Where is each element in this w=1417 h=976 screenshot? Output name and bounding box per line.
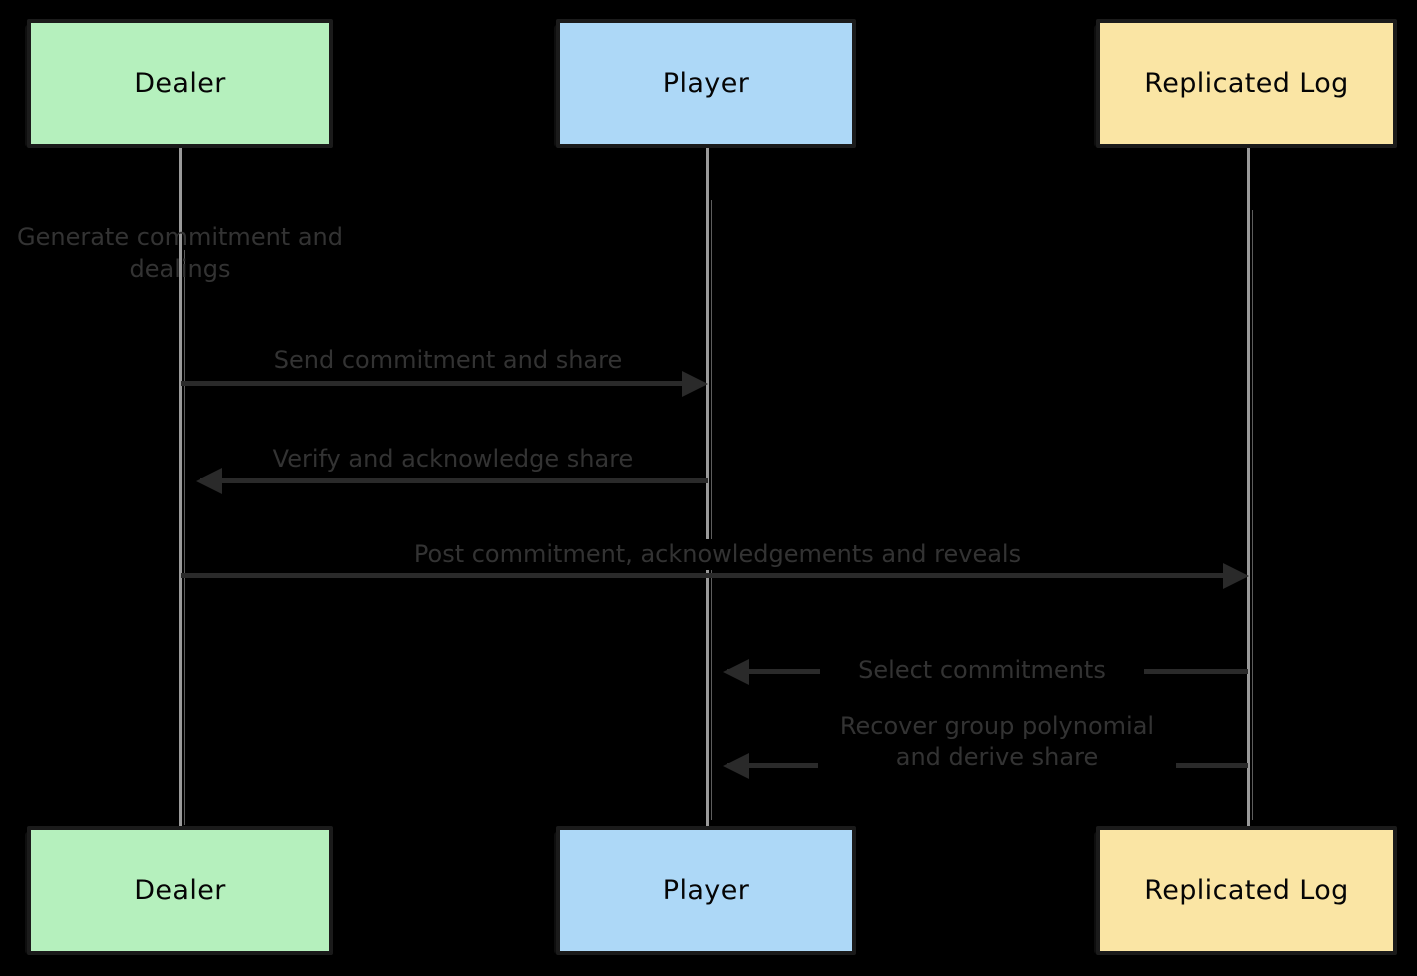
arrow-head-send-commitment bbox=[682, 371, 708, 397]
message-line-verify-ack bbox=[200, 478, 708, 483]
arrow-head-recover-group bbox=[723, 753, 749, 779]
participant-label-replicated-log-bottom: Replicated Log bbox=[1144, 875, 1349, 906]
message-label-verify-ack: Verify and acknowledge share bbox=[261, 444, 645, 475]
participant-label-player-top: Player bbox=[662, 68, 750, 99]
participant-dealer-bottom[interactable]: Dealer bbox=[25, 826, 333, 955]
arrow-head-verify-ack bbox=[196, 468, 222, 494]
participant-label-player-bottom: Player bbox=[662, 875, 750, 906]
lifeline-player bbox=[706, 148, 709, 828]
participant-label-dealer-bottom: Dealer bbox=[134, 875, 226, 906]
lifeline-replicated-log bbox=[1247, 148, 1250, 828]
participant-player-top[interactable]: Player bbox=[554, 19, 856, 148]
lifeline-dealer-shadow bbox=[184, 250, 185, 825]
message-label-send-commitment: Send commitment and share bbox=[267, 345, 629, 376]
message-label-select-commitments: Select commitments bbox=[820, 655, 1144, 686]
message-label-post-commitment: Post commitment, acknowledgements and re… bbox=[389, 539, 1046, 570]
participant-label-replicated-log-top: Replicated Log bbox=[1144, 68, 1349, 99]
arrow-head-select-commitments bbox=[723, 659, 749, 685]
participant-replicated-log-bottom[interactable]: Replicated Log bbox=[1094, 826, 1397, 955]
participant-player-bottom[interactable]: Player bbox=[554, 826, 856, 955]
participant-replicated-log-top[interactable]: Replicated Log bbox=[1094, 19, 1397, 148]
note-generate-commitment: Generate commitment and dealings bbox=[17, 223, 343, 283]
message-line-send-commitment bbox=[181, 381, 687, 386]
lifeline-dealer bbox=[179, 148, 182, 828]
participant-label-dealer-top: Dealer bbox=[134, 68, 226, 99]
lifeline-player-shadow bbox=[711, 200, 712, 820]
participant-dealer-top[interactable]: Dealer bbox=[25, 19, 333, 148]
message-label-recover-group: Recover group polynomial and derive shar… bbox=[818, 711, 1176, 773]
arrow-head-post-commitment bbox=[1223, 563, 1249, 589]
lifeline-replicated-log-shadow bbox=[1252, 210, 1253, 820]
message-line-post-commitment bbox=[181, 573, 1228, 578]
